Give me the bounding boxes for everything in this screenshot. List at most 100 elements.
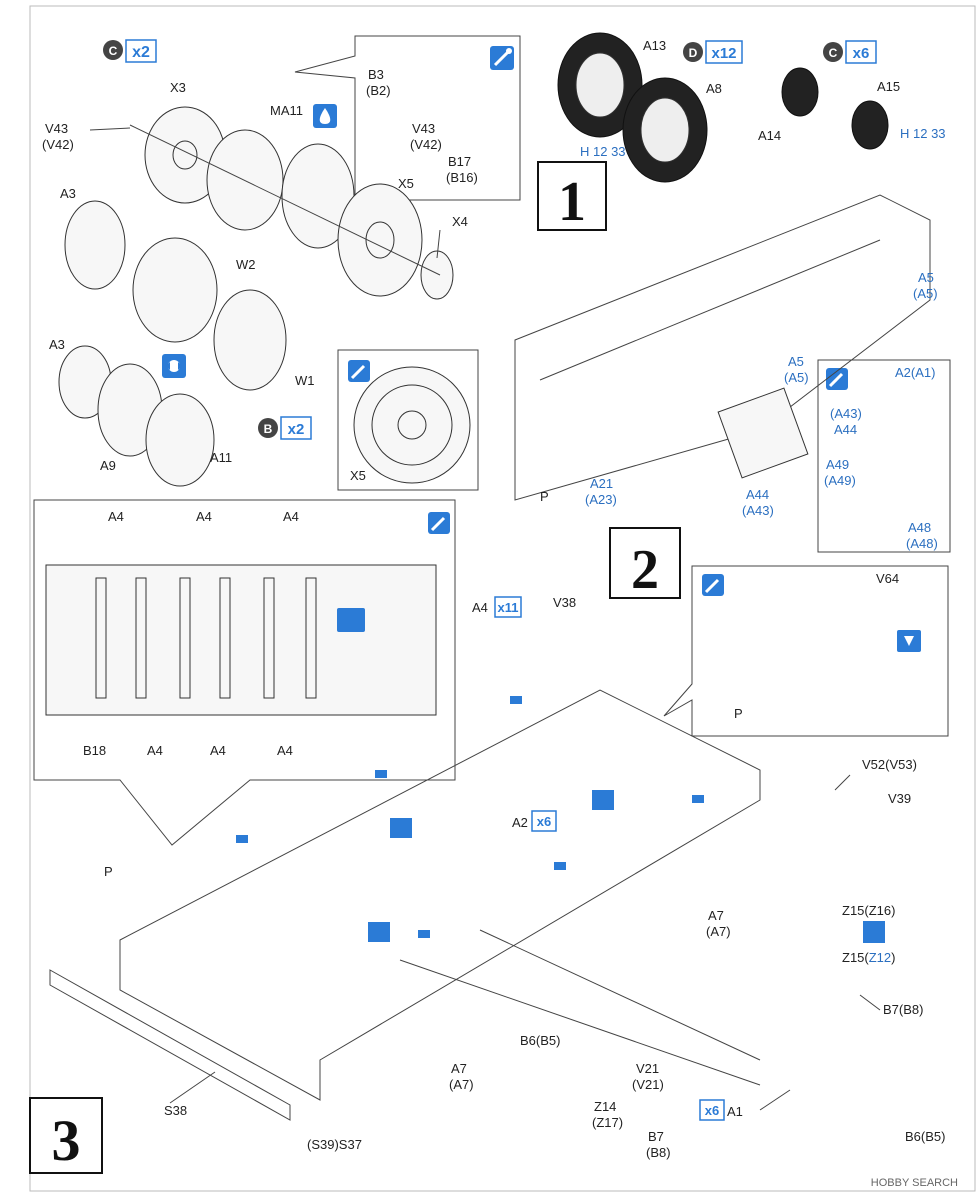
label-a14: A14 xyxy=(758,128,781,143)
paint-icon-a4-box xyxy=(337,608,365,632)
label-x5-b: X5 xyxy=(350,468,366,483)
label-a4-4: A4 xyxy=(147,743,163,758)
label-z15-z12: Z15(Z12) xyxy=(842,950,895,965)
label-a15: A15 xyxy=(877,79,900,94)
label-a4-3: A4 xyxy=(283,509,299,524)
qty-badge-c-x2: C x2 xyxy=(103,39,157,63)
label-b6-b5-a: B6(B5) xyxy=(520,1033,560,1048)
label-a13: A13 xyxy=(643,38,666,53)
svg-text:C: C xyxy=(109,44,118,58)
liquid-glue-icon xyxy=(313,104,337,128)
label-a44-b: A44 xyxy=(746,487,769,502)
drive-wheel-assembly xyxy=(129,106,454,300)
label-p-2: P xyxy=(734,706,743,721)
suspension-bottom-view xyxy=(45,564,437,716)
label-p-3: P xyxy=(104,864,113,879)
label-v39: V39 xyxy=(888,791,911,806)
step-1-box: 1 xyxy=(537,161,607,233)
label-a3-b: A3 xyxy=(49,337,65,352)
label-b6-b5-b: B6(B5) xyxy=(905,1129,945,1144)
svg-text:x2: x2 xyxy=(288,421,305,438)
road-wheels xyxy=(557,32,889,183)
label-a2: A2 xyxy=(512,815,528,830)
step-2-box: 2 xyxy=(609,527,681,601)
label-v42: (V42) xyxy=(410,137,442,152)
label-a44: A44 xyxy=(834,422,857,437)
qty-badge-a1-x6: x6 xyxy=(699,1099,725,1121)
label-a43: (A43) xyxy=(830,406,862,421)
label-a48: A48 xyxy=(908,520,931,535)
label-w1: W1 xyxy=(295,373,315,388)
label-x3: X3 xyxy=(170,80,186,95)
qty-badge-d-x12: D x12 xyxy=(683,40,743,64)
label-a5-a-paren: (A5) xyxy=(913,286,938,301)
svg-text:x6: x6 xyxy=(705,1103,719,1118)
watermark-text: HOBBY SEARCH xyxy=(871,1177,958,1189)
label-a49: A49 xyxy=(826,457,849,472)
label-z17: (Z17) xyxy=(592,1115,623,1130)
label-a7-a-paren: (A7) xyxy=(706,924,731,939)
label-a9: A9 xyxy=(100,458,116,473)
svg-text:D: D xyxy=(689,46,698,60)
svg-text:B: B xyxy=(264,422,273,436)
glue-icon-a4-box xyxy=(428,512,450,534)
glue-icon-step1b xyxy=(826,368,848,390)
label-v43-top: V43 xyxy=(45,121,68,136)
label-a5-b: A5 xyxy=(788,354,804,369)
qty-badge-a4-x11: x11 xyxy=(494,596,522,618)
label-s38: S38 xyxy=(164,1103,187,1118)
qty-badge-b-x2: B x2 xyxy=(258,416,312,440)
hull-side-step1 xyxy=(514,194,951,553)
label-b18: B18 xyxy=(83,743,106,758)
label-s39-s37: (S39)S37 xyxy=(307,1137,362,1152)
label-a5-b-paren: (A5) xyxy=(784,370,809,385)
label-v42-top: (V42) xyxy=(42,137,74,152)
glue-icon-v64-box xyxy=(702,574,724,596)
label-v64: V64 xyxy=(876,571,899,586)
svg-text:x12: x12 xyxy=(711,45,736,62)
label-v38: V38 xyxy=(553,595,576,610)
symmetric-icon xyxy=(162,354,186,378)
label-a2-a1: A2(A1) xyxy=(895,365,935,380)
label-a4-1: A4 xyxy=(108,509,124,524)
svg-text:x11: x11 xyxy=(498,600,519,615)
label-a11: A11 xyxy=(210,450,232,465)
svg-text:x2: x2 xyxy=(132,44,150,61)
label-x5: X5 xyxy=(398,176,414,191)
sprocket-assembly xyxy=(58,200,287,487)
step-2-number: 2 xyxy=(631,539,659,601)
drill-icon xyxy=(897,630,921,652)
label-a48-paren: (A48) xyxy=(906,536,938,551)
label-a1: A1 xyxy=(727,1104,743,1119)
label-b7: B7 xyxy=(648,1129,664,1144)
label-v21-paren: (V21) xyxy=(632,1077,664,1092)
label-v43: V43 xyxy=(412,121,435,136)
label-b16: (B16) xyxy=(446,170,478,185)
label-b2: (B2) xyxy=(366,83,391,98)
step-3-box: 3 xyxy=(29,1097,103,1174)
label-z15-z16: Z15(Z16) xyxy=(842,903,895,918)
label-ma11: MA11 xyxy=(270,103,303,118)
label-b3: B3 xyxy=(368,67,384,82)
label-a23: (A23) xyxy=(585,492,617,507)
x5-detail-callout xyxy=(337,349,479,491)
glue-icon-x5-detail xyxy=(348,360,370,382)
label-b8: (B8) xyxy=(646,1145,671,1160)
label-a7-b-paren: (A7) xyxy=(449,1077,474,1092)
svg-text:C: C xyxy=(829,46,838,60)
leader-lines xyxy=(89,127,881,1111)
label-b17: B17 xyxy=(448,154,471,169)
label-h1233-a: H 12 33 xyxy=(580,144,626,159)
label-v21: V21 xyxy=(636,1061,659,1076)
label-a49-paren: (A49) xyxy=(824,473,856,488)
label-a4-5: A4 xyxy=(210,743,226,758)
svg-text:x6: x6 xyxy=(537,814,551,829)
step-1-number: 1 xyxy=(558,171,586,233)
glue-icon xyxy=(490,46,514,70)
label-z14: Z14 xyxy=(594,1099,616,1114)
label-b7-b8-a: B7(B8) xyxy=(883,1002,923,1017)
label-a4-6: A4 xyxy=(277,743,293,758)
svg-text:x6: x6 xyxy=(853,45,870,62)
label-a21: A21 xyxy=(590,476,613,491)
